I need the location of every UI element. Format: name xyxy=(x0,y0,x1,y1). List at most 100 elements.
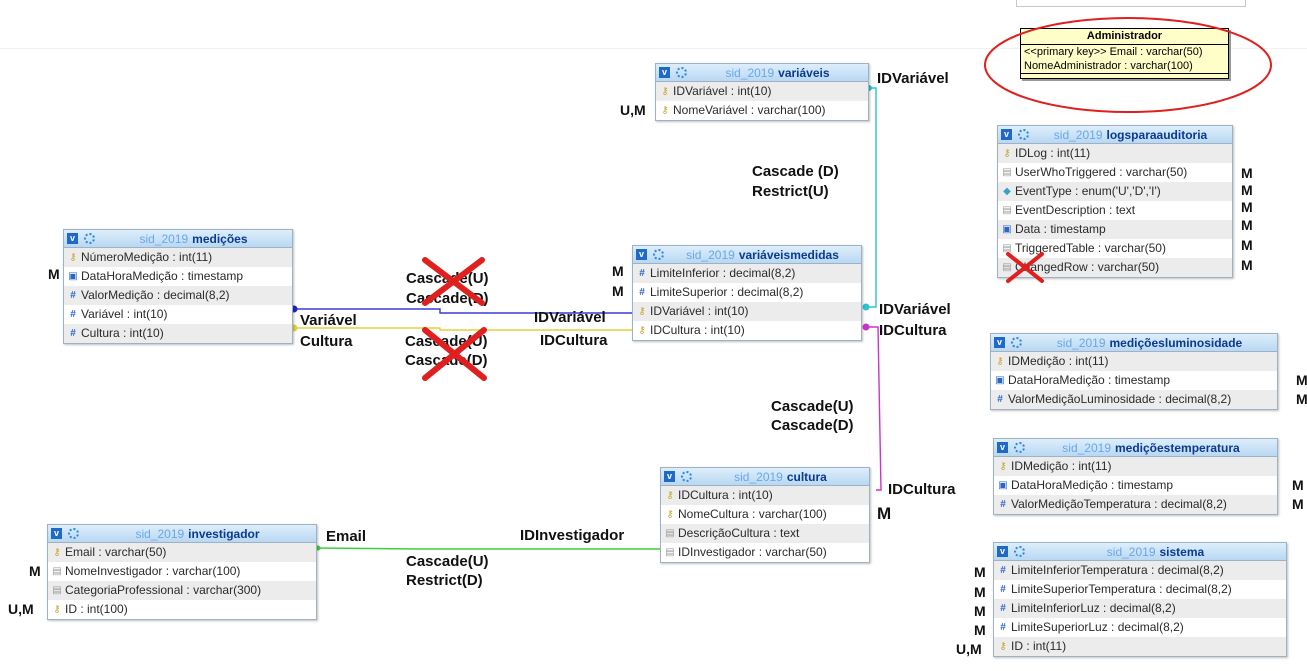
date-icon: ▣ xyxy=(995,375,1005,386)
table-field-row[interactable]: #LimiteInferior : decimal(8,2) xyxy=(633,264,861,283)
table-field-row[interactable]: ▤EventDescription : text xyxy=(998,201,1232,220)
table-field-row[interactable]: ▣DataHoraMedição : timestamp xyxy=(64,267,292,286)
collapse-toggle-icon[interactable]: v xyxy=(997,546,1008,557)
table-field-row[interactable]: ⚷IDCultura : int(10) xyxy=(661,486,869,505)
table-field-row[interactable]: ▣DataHoraMedição : timestamp xyxy=(991,371,1277,390)
key-icon: ⚷ xyxy=(638,325,646,336)
table-field-row[interactable]: #Cultura : int(10) xyxy=(64,324,292,343)
table-field-row[interactable]: #ValorMediçãoTemperatura : decimal(8,2) xyxy=(994,495,1277,514)
table-schema: sid_2019 xyxy=(686,247,735,262)
table-field-row[interactable]: ▣Data : timestamp xyxy=(998,220,1232,239)
text-icon: ▤ xyxy=(52,585,62,596)
table-field-row[interactable]: ⚷NomeCultura : varchar(100) xyxy=(661,505,869,524)
collapse-toggle-icon[interactable]: v xyxy=(997,442,1008,453)
link-variaveis-varmedidas xyxy=(869,87,877,308)
table-field-row[interactable]: #LimiteInferiorTemperatura : decimal(8,2… xyxy=(994,561,1286,580)
table-name: logsparaauditoria xyxy=(1106,127,1208,142)
table-field-row[interactable]: ⚷Email : varchar(50) xyxy=(48,543,316,562)
date-icon: ▣ xyxy=(998,480,1008,491)
table-field-row[interactable]: ▣DataHoraMedição : timestamp xyxy=(994,476,1277,495)
link-investigador-cultura xyxy=(315,547,660,550)
label-cascade-u: Cascade(U) xyxy=(771,398,854,415)
field-definition: UserWhoTriggered : varchar(50) xyxy=(1015,165,1188,179)
table-field-row[interactable]: ◆EventType : enum('U','D','I') xyxy=(998,182,1232,201)
table-field-row[interactable]: ⚷IDVariável : int(10) xyxy=(656,82,868,101)
gear-icon[interactable] xyxy=(1014,442,1025,453)
table-field-row[interactable]: ▤IDInvestigador : varchar(50) xyxy=(661,543,869,562)
table-field-row[interactable]: ▤ChangedRow : varchar(50) xyxy=(998,258,1232,277)
table-field-row[interactable]: ⚷NomeVariável : varchar(100) xyxy=(656,101,868,120)
collapse-toggle-icon[interactable]: v xyxy=(67,233,78,244)
uml-class-administrador[interactable]: Administrador <<primary key>> Email : va… xyxy=(1020,28,1229,79)
table-field-row[interactable]: ⚷IDMedição : int(11) xyxy=(994,457,1277,476)
table-fields: ⚷IDLog : int(11)▤UserWhoTriggered : varc… xyxy=(998,144,1232,277)
collapse-toggle-icon[interactable]: v xyxy=(1001,129,1012,140)
table-field-row[interactable]: ⚷IDMedição : int(11) xyxy=(991,352,1277,371)
gear-icon[interactable] xyxy=(676,67,687,78)
table-field-row[interactable]: ▤NomeInvestigador : varchar(100) xyxy=(48,562,316,581)
gear-icon[interactable] xyxy=(681,471,692,482)
table-field-row[interactable]: #ValorMediçãoLuminosidade : decimal(8,2) xyxy=(991,390,1277,409)
table-field-row[interactable]: ⚷ID : int(100) xyxy=(48,600,316,619)
table-fields: ⚷Email : varchar(50)▤NomeInvestigador : … xyxy=(48,543,316,619)
collapse-toggle-icon[interactable]: v xyxy=(636,249,647,260)
table-field-row[interactable]: ⚷ID : int(11) xyxy=(994,637,1286,656)
key-icon: ⚷ xyxy=(666,509,674,520)
table-field-row[interactable]: ▤TriggeredTable : varchar(50) xyxy=(998,239,1232,258)
table-field-row[interactable]: ▤UserWhoTriggered : varchar(50) xyxy=(998,163,1232,182)
collapse-toggle-icon[interactable]: v xyxy=(994,337,1005,348)
collapse-toggle-icon[interactable]: v xyxy=(51,528,62,539)
number-icon: # xyxy=(639,287,645,298)
table-field-row[interactable]: ▤DescriçãoCultura : text xyxy=(661,524,869,543)
table-field-row[interactable]: ⚷IDCultura : int(10) xyxy=(633,321,861,340)
table-field-row[interactable]: ⚷IDLog : int(11) xyxy=(998,144,1232,163)
field-definition: IDVariável : int(10) xyxy=(650,304,749,318)
table-name: cultura xyxy=(786,469,827,484)
table-field-row[interactable]: #LimiteSuperiorTemperatura : decimal(8,2… xyxy=(994,580,1286,599)
uml-operations-compartment xyxy=(1021,73,1228,78)
gear-icon[interactable] xyxy=(84,233,95,244)
gear-icon[interactable] xyxy=(1018,129,1029,140)
gear-icon[interactable] xyxy=(1014,546,1025,557)
table-field-row[interactable]: #LimiteSuperiorLuz : decimal(8,2) xyxy=(994,618,1286,637)
field-definition: IDVariável : int(10) xyxy=(673,84,772,98)
field-definition: NúmeroMedição : int(11) xyxy=(81,250,213,264)
key-icon: ⚷ xyxy=(1003,148,1011,159)
gear-icon[interactable] xyxy=(1011,337,1022,348)
gear-icon[interactable] xyxy=(653,249,664,260)
field-definition: TriggeredTable : varchar(50) xyxy=(1015,241,1166,255)
table-field-row[interactable]: #LimiteInferiorLuz : decimal(8,2) xyxy=(994,599,1286,618)
collapse-toggle-icon[interactable]: v xyxy=(659,67,670,78)
collapse-toggle-icon[interactable]: v xyxy=(664,471,675,482)
table-field-row[interactable]: ▤CategoriaProfessional : varchar(300) xyxy=(48,581,316,600)
table-schema: sid_2019 xyxy=(725,65,775,80)
table-field-row[interactable]: #Variável : int(10) xyxy=(64,305,292,324)
table-field-row[interactable]: # LimiteSuperior : decimal(8,2) xyxy=(633,283,861,302)
gear-icon[interactable] xyxy=(68,528,79,539)
table-field-row[interactable]: ⚷IDVariável : int(10) xyxy=(633,302,861,321)
field-definition: ValorMediçãoLuminosidade : decimal(8,2) xyxy=(1008,392,1232,406)
date-icon: ▣ xyxy=(1002,224,1012,235)
table-field-row[interactable]: ⚷NúmeroMedição : int(11) xyxy=(64,248,292,267)
field-definition: LimiteSuperior : decimal(8,2) xyxy=(650,285,804,299)
table-field-row[interactable]: #ValorMedição : decimal(8,2) xyxy=(64,286,292,305)
